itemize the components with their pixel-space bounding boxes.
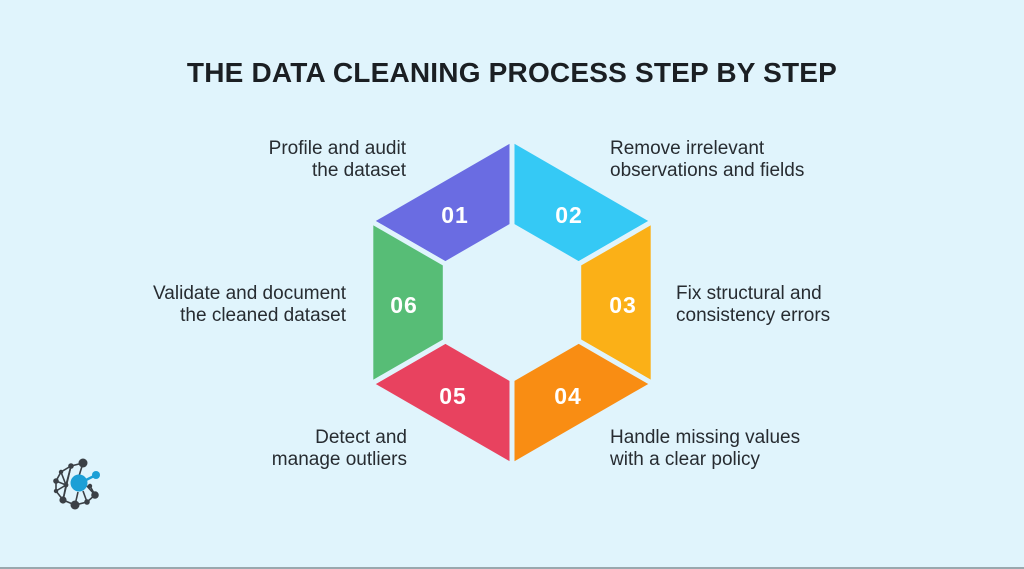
step-06-number: 06 (390, 292, 418, 318)
logo-accent-nodes (70, 471, 100, 492)
page-title: THE DATA CLEANING PROCESS STEP BY STEP (186, 57, 838, 88)
logo-nodes (53, 458, 99, 510)
step-03-label-line1: Fix structural and (676, 283, 822, 304)
step-01-label-line2: the dataset (311, 160, 406, 181)
network-graph-logo-icon (53, 458, 100, 510)
step-05-label-line2: manage outliers (271, 449, 407, 470)
step-04-label: Handle missing values with a clear polic… (610, 427, 870, 471)
step-04-label-line2: with a clear policy (610, 449, 760, 470)
step-03-label-line2: consistency errors (676, 305, 831, 326)
step-06-label-line2: the cleaned dataset (180, 305, 346, 326)
step-04-number: 04 (554, 383, 582, 409)
step-02-number: 02 (555, 202, 583, 228)
step-02-label: Remove irrelevant observations and field… (610, 138, 880, 182)
step-01-number: 01 (441, 202, 469, 228)
step-01-label: Profile and audit the dataset (156, 138, 406, 182)
step-06-segment (368, 216, 448, 389)
step-04-label-line1: Handle missing values (610, 427, 801, 448)
step-02-label-line1: Remove irrelevant (610, 138, 765, 159)
step-06-label-line1: Validate and document (153, 283, 346, 304)
step-01-label-line1: Profile and audit (268, 138, 406, 159)
step-06-label: Validate and document the cleaned datase… (96, 283, 346, 327)
step-03-label: Fix structural and consistency errors (676, 283, 916, 327)
step-03-number: 03 (609, 292, 637, 318)
step-05-label: Detect and manage outliers (157, 427, 407, 471)
canvas-bottom-edge (0, 567, 1024, 569)
step-05-number: 05 (439, 383, 467, 409)
step-numbers: 01 02 03 04 05 06 (390, 202, 637, 409)
step-05-label-line1: Detect and (315, 427, 407, 448)
step-02-label-line2: observations and fields (610, 160, 805, 181)
